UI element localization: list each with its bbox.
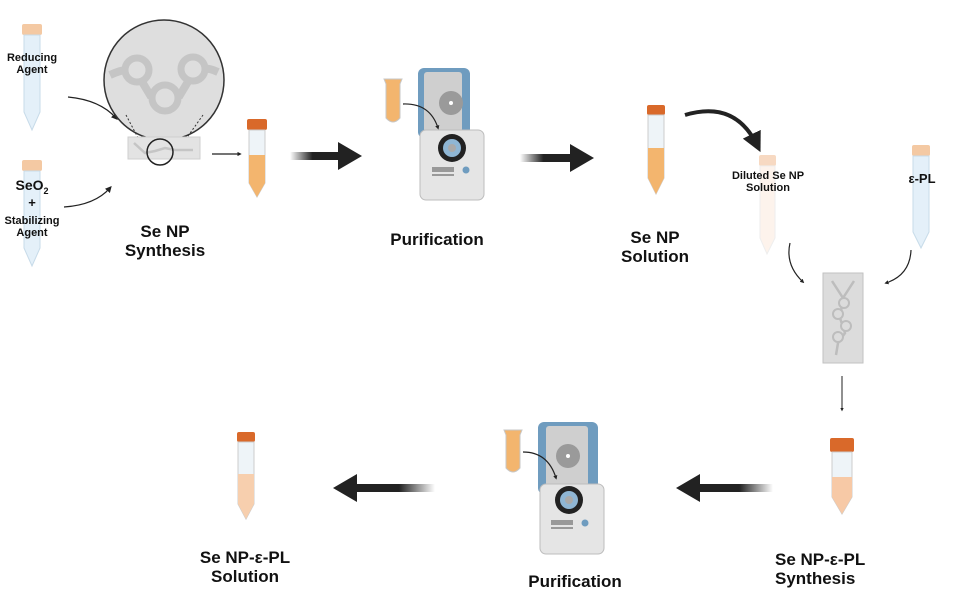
seo2-tube-icon: [22, 160, 42, 268]
eppendorf-tube-icon: [503, 429, 523, 473]
label-purification-1: Purification: [390, 230, 484, 249]
big-arrow-right-icon: [520, 144, 594, 172]
label-reducing-agent: Reducing Agent: [6, 52, 58, 77]
curved-arrow-icon: [522, 451, 558, 480]
label-se-np-epl-synthesis: Se NP-ε-PL Synthesis: [775, 550, 866, 589]
label-se-np-epl-solution: Se NP-ε-PL Solution: [199, 548, 291, 587]
curved-arrow-icon: [402, 103, 440, 130]
label-purification-2: Purification: [528, 572, 622, 591]
label-se-np-solution: Se NP Solution: [621, 228, 689, 267]
label-seo2: SeO2: [15, 177, 49, 196]
diluted-tube-icon: [759, 155, 776, 256]
curved-arrow-icon: [884, 249, 912, 285]
big-arrow-left-icon: [333, 474, 435, 502]
curved-arrow-icon: [684, 109, 761, 153]
centrifuge-icon: [538, 422, 605, 555]
falcon-tube-final-icon: [237, 432, 255, 521]
big-arrow-right-icon: [290, 142, 362, 170]
epsilon-pl-tube-icon: [912, 145, 930, 250]
eppendorf-tube-icon: [383, 78, 403, 123]
microfluidic-chip-icon: [822, 272, 864, 364]
big-arrow-left-icon: [676, 474, 773, 502]
curved-arrow-icon: [63, 186, 112, 208]
label-epsilon-pl: ε-PL: [908, 171, 936, 186]
reducing-agent-tube-icon: [22, 24, 42, 132]
curved-arrow-icon: [788, 242, 805, 284]
curved-arrow-icon: [67, 96, 118, 120]
label-se-np-synthesis: Se NP Synthesis: [124, 222, 206, 261]
label-plus: +: [28, 195, 36, 210]
microfluidic-chip-icon: [103, 19, 225, 166]
falcon-tube-peach-icon: [830, 438, 854, 515]
falcon-tube-orange-icon: [647, 105, 665, 196]
centrifuge-icon: [418, 68, 485, 201]
label-diluted-se-np-solution: Diluted Se NP Solution: [731, 170, 805, 195]
label-stabilizing-agent: Stabilizing Agent: [4, 215, 60, 240]
falcon-tube-orange-icon: [247, 119, 267, 199]
